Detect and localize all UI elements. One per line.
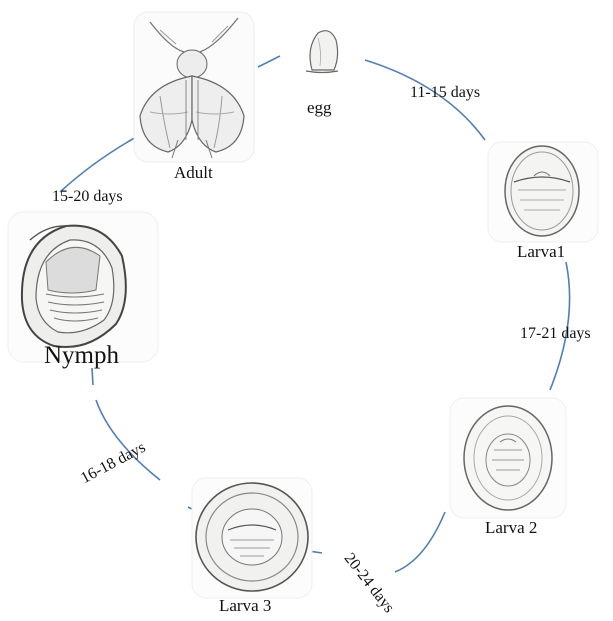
egg-icon [306,31,338,73]
arc-nymph-gap [92,368,93,385]
larva3-scale-icon [192,478,312,598]
stage-label-larva1: Larva1 [517,242,565,261]
arc-larva2-larva3 [395,512,445,572]
arc-nymph-adult [60,136,138,192]
stage-label-nymph: Nymph [44,342,119,370]
adult-moth-icon [134,12,254,162]
stage-label-larva2: Larva 2 [485,518,537,537]
nymph-scale-icon [8,212,158,362]
duration-label-larva1-larva2: 17-21 days [520,325,591,343]
stage-label-egg: egg [307,98,332,117]
duration-label-nymph-adult: 15-20 days [52,188,123,206]
larva2-scale-icon [450,398,566,518]
stage-label-adult: Adult [174,163,213,182]
duration-label-egg-larva1: 11-15 days [410,84,480,102]
larva1-scale-icon [488,142,598,242]
arc-adult-egg [258,56,280,67]
stage-label-larva3: Larva 3 [219,596,271,615]
